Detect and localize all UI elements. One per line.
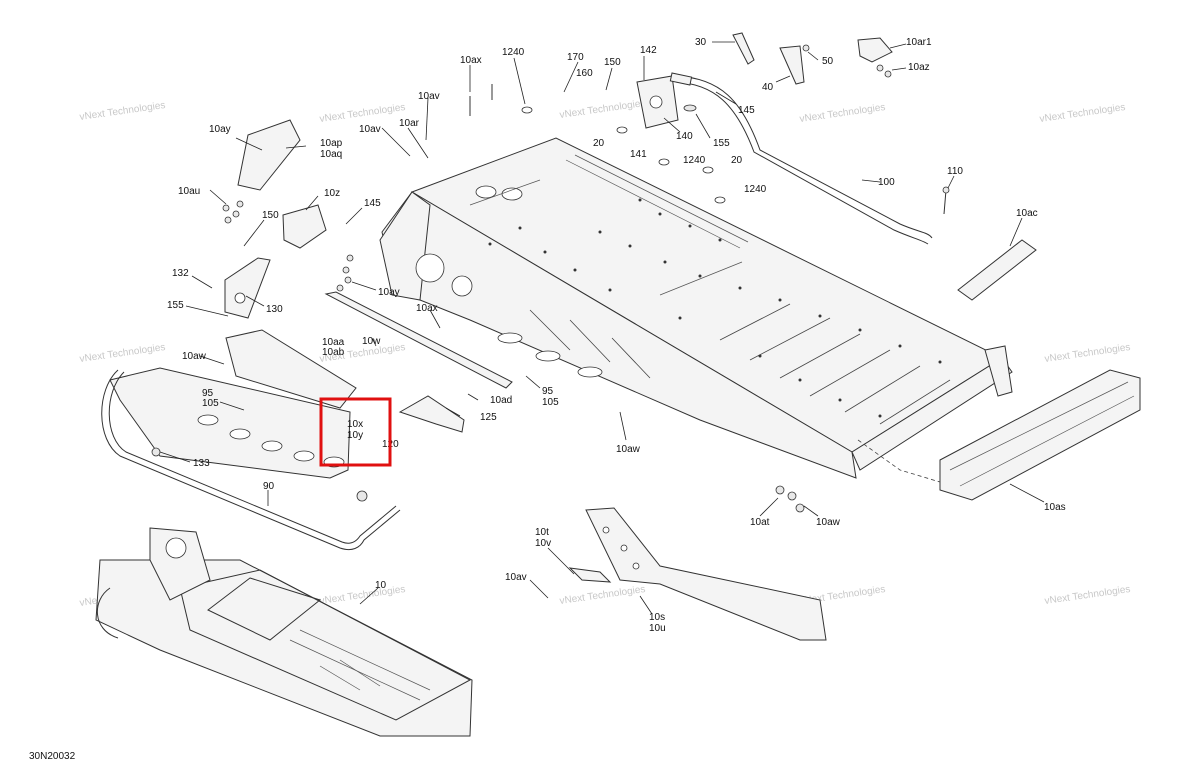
- watermark: vNext Technologies: [559, 584, 646, 607]
- callout-label: 10w: [362, 336, 381, 347]
- callout-label-10x: 10x: [347, 419, 363, 430]
- callout-label: 95: [542, 386, 554, 397]
- callout-label: 150: [262, 210, 279, 221]
- callout-label: 10ad: [490, 395, 512, 406]
- callout-label: 10ax: [460, 55, 482, 66]
- leader-lines: [159, 41, 1045, 615]
- callout-label: 110: [947, 166, 963, 177]
- callout-label: 30: [695, 37, 707, 48]
- callout-label: 1240: [502, 47, 525, 58]
- callout-label: 10aw: [182, 351, 207, 362]
- callout-label: 10ax: [416, 303, 438, 314]
- watermark: vNext Technologies: [1044, 342, 1131, 365]
- callout-label: 10ap: [320, 138, 343, 149]
- callout-label: 10z: [324, 188, 340, 199]
- callout-label: 10s: [649, 612, 665, 623]
- callout-label: 142: [640, 45, 657, 56]
- callout-label: 50: [822, 56, 834, 67]
- callout-label: 141: [630, 149, 647, 160]
- callout-label: 10av: [359, 124, 381, 135]
- callout-label: 10aa: [322, 337, 345, 348]
- callout-label: 10az: [908, 62, 930, 73]
- callout-labels: 10ax 1240 170 160 150 142 30 50 40 10ar1…: [167, 37, 1066, 634]
- callout-label: 130: [266, 304, 283, 315]
- watermark: vNext Technologies: [79, 342, 166, 365]
- main-tunnel: [379, 137, 1013, 479]
- watermark: vNext Technologies: [799, 102, 886, 125]
- callout-label: 10ac: [1016, 208, 1038, 219]
- callout-label: 10v: [535, 538, 551, 549]
- callout-label: 150: [604, 57, 621, 68]
- callout-label: 10u: [649, 623, 666, 634]
- callout-label: 10aw: [616, 444, 641, 455]
- callout-label: 10ar1: [906, 37, 932, 48]
- highlight-box: [319, 397, 392, 467]
- drawing-code: 30N20032: [29, 751, 76, 762]
- callout-label: 40: [762, 82, 774, 93]
- right-parts: [568, 239, 1141, 641]
- callout-label: 105: [202, 398, 219, 409]
- watermark: vNext Technologies: [319, 102, 406, 125]
- callout-label: 10at: [750, 517, 770, 528]
- callout-label: 1240: [744, 184, 767, 195]
- callout-label: 10t: [535, 527, 549, 538]
- callout-label: 95: [202, 388, 214, 399]
- callout-label: 105: [542, 397, 559, 408]
- callout-label: 155: [167, 300, 184, 311]
- callout-label: 145: [364, 198, 381, 209]
- callout-label: 10av: [505, 572, 527, 583]
- callout-label: 132: [172, 268, 189, 279]
- callout-label: 90: [263, 481, 275, 492]
- callout-label: 10aq: [320, 149, 342, 160]
- watermark: vNext Technologies: [79, 100, 166, 123]
- left-brackets: [101, 119, 513, 551]
- callout-label: 160: [576, 68, 593, 79]
- callout-label-10y: 10y: [347, 430, 363, 441]
- callout-label: 125: [480, 412, 497, 423]
- callout-label: 20: [593, 138, 605, 149]
- callout-label: 10ar: [399, 118, 420, 129]
- watermark: vNext Technologies: [1039, 102, 1126, 125]
- callout-label: 10au: [178, 186, 200, 197]
- callout-label: 155: [713, 138, 730, 149]
- assembled-inset: [95, 527, 473, 737]
- watermark: vNext Technologies: [319, 584, 406, 607]
- callout-label: 10aw: [816, 517, 841, 528]
- watermark: vNext Technologies: [1044, 584, 1131, 607]
- callout-label: 1240: [683, 155, 706, 166]
- callout-label: 170: [567, 52, 584, 63]
- callout-label: 10ay: [378, 287, 400, 298]
- callout-label: 10ay: [209, 124, 231, 135]
- callout-label: 100: [878, 177, 895, 188]
- callout-label: 10: [375, 580, 387, 591]
- watermark: vNext Technologies: [559, 98, 646, 121]
- top-right-parts: [469, 32, 950, 245]
- callout-label: 145: [738, 105, 755, 116]
- callout-label: 10as: [1044, 502, 1066, 513]
- callout-label: 140: [676, 131, 693, 142]
- callout-label: 133: [193, 458, 210, 469]
- callout-label: 20: [731, 155, 743, 166]
- callout-label: 10ab: [322, 347, 345, 358]
- callout-label: 10av: [418, 91, 440, 102]
